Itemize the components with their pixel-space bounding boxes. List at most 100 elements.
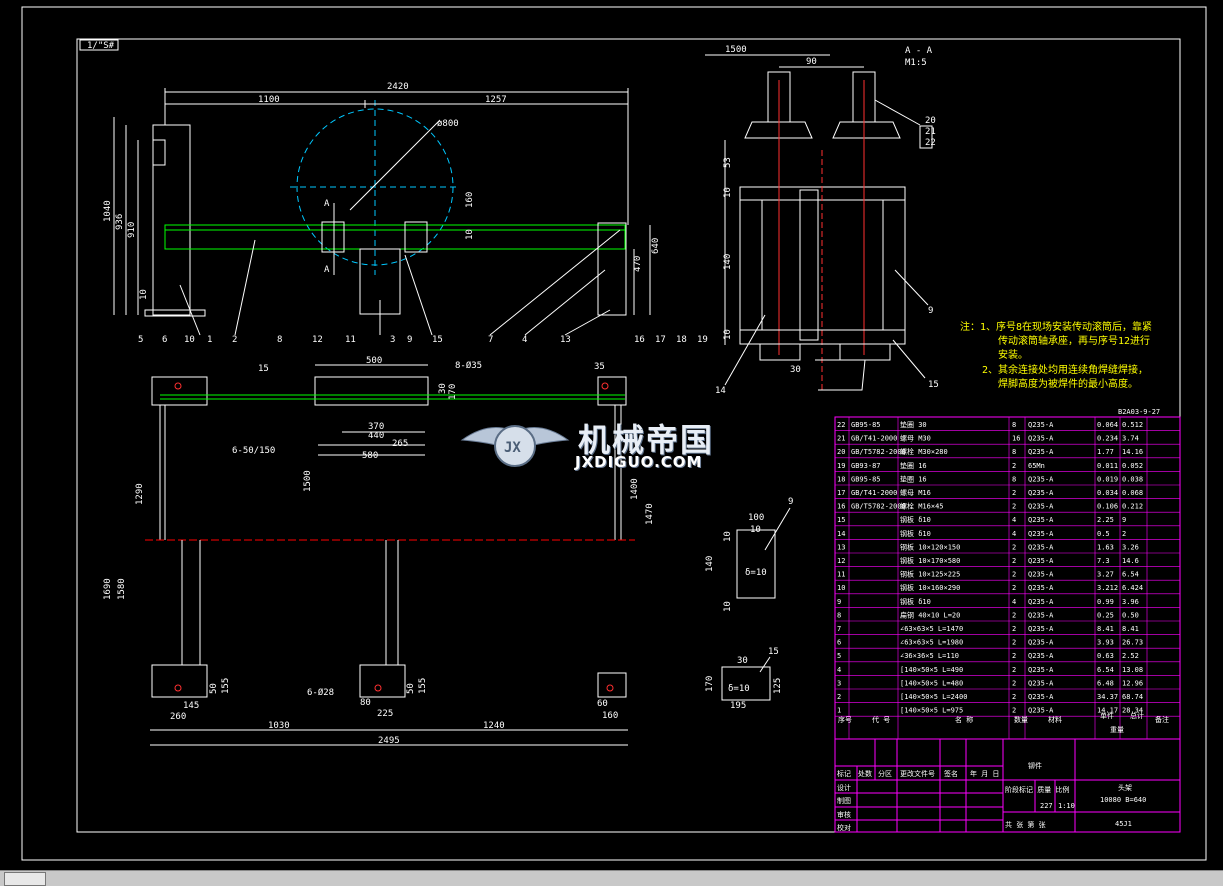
bom-cell: 3.74 <box>1122 435 1139 443</box>
svg-text:140: 140 <box>723 254 733 270</box>
bom-cell: 螺栓 M30×280 <box>900 447 948 456</box>
svg-text:1257: 1257 <box>485 95 507 105</box>
bom-cell: 26.73 <box>1122 639 1143 647</box>
svg-text:1690: 1690 <box>103 578 113 600</box>
svg-text:M1:5: M1:5 <box>905 58 927 68</box>
bom-cell: 20 <box>837 448 845 456</box>
svg-text:155: 155 <box>418 678 428 694</box>
bom-cell: 0.052 <box>1122 462 1143 470</box>
svg-text:B2A03-9-27: B2A03-9-27 <box>1118 408 1160 416</box>
bom-cell: 8 <box>837 611 841 619</box>
bom-cell: 65Mn <box>1028 462 1045 470</box>
bom-cell: GB95-85 <box>851 421 881 429</box>
bom-cell: 2 <box>1012 503 1016 511</box>
svg-text:δ=10: δ=10 <box>745 568 767 578</box>
bom-cell: 2 <box>1012 652 1016 660</box>
svg-text:6-50/150: 6-50/150 <box>232 446 275 456</box>
svg-text:代 号: 代 号 <box>872 715 890 724</box>
svg-text:2: 2 <box>232 335 237 345</box>
bom-cell: 68.74 <box>1122 693 1143 701</box>
svg-text:7: 7 <box>488 335 493 345</box>
bom-cell: 3.212 <box>1097 584 1118 592</box>
watermark-text-en: JXDIGUO.COM <box>575 453 703 471</box>
bom-cell: GB/T41-2000 <box>851 435 897 443</box>
bom-cell: 3.27 <box>1097 571 1114 579</box>
svg-text:4: 4 <box>522 335 527 345</box>
layout-tab[interactable] <box>4 872 46 886</box>
svg-text:140: 140 <box>705 556 715 572</box>
svg-text:单件: 单件 <box>1100 711 1114 720</box>
bom-cell: 14.17 <box>1097 707 1118 715</box>
bom-cell: 6.48 <box>1097 679 1114 687</box>
bom-cell: Q235-A <box>1028 448 1054 456</box>
svg-text:50: 50 <box>209 683 219 694</box>
bom-cell: 12 <box>837 557 845 565</box>
svg-text:校对: 校对 <box>837 823 851 832</box>
svg-text:头架: 头架 <box>1118 783 1132 792</box>
bom-cell: [140×50×5 L=480 <box>900 679 963 687</box>
svg-text:1: 1 <box>207 335 212 345</box>
bom-cell: Q235-A <box>1028 639 1054 647</box>
svg-text:JX: JX <box>504 440 521 456</box>
svg-text:6: 6 <box>162 335 167 345</box>
bom-cell: 垫圈 16 <box>900 461 927 470</box>
svg-text:440: 440 <box>368 431 384 441</box>
svg-text:数量: 数量 <box>1014 715 1028 724</box>
svg-text:155: 155 <box>221 678 231 694</box>
front-view: 2420 1100 1257 ø800 160 10 640 470 1040 … <box>103 82 708 345</box>
svg-text:20: 20 <box>925 116 936 126</box>
bom-cell: GB93-87 <box>851 462 881 470</box>
svg-text:30: 30 <box>737 656 748 666</box>
svg-text:14: 14 <box>715 386 726 396</box>
svg-text:12: 12 <box>312 335 323 345</box>
bom-cell: 2 <box>1122 530 1126 538</box>
svg-text:265: 265 <box>392 439 408 449</box>
bom-cell: GB/T5782-2000 <box>851 503 906 511</box>
svg-text:10: 10 <box>139 289 149 300</box>
bom-cell: 0.212 <box>1122 503 1143 511</box>
bom-cell: 0.512 <box>1122 421 1143 429</box>
bom-cell: 6 <box>837 639 841 647</box>
svg-text:936: 936 <box>115 214 125 230</box>
svg-text:设计: 设计 <box>837 783 851 792</box>
svg-text:6-Ø28: 6-Ø28 <box>307 687 334 698</box>
bom-cell: Q235-A <box>1028 652 1054 660</box>
sheet-tag: 1/"S# <box>87 41 115 51</box>
bom-cell: 16 <box>837 503 845 511</box>
bom-cell: Q235-A <box>1028 516 1054 524</box>
bom-cell: Q235-A <box>1028 571 1054 579</box>
svg-text:53: 53 <box>723 157 733 168</box>
bom-cell: Q235-A <box>1028 666 1054 674</box>
svg-text:1500: 1500 <box>725 45 747 55</box>
bom-cell: 3 <box>837 679 841 687</box>
bom-cell: [140×50×5 L=975 <box>900 707 963 715</box>
svg-text:9: 9 <box>788 497 793 507</box>
bom-cell: 0.99 <box>1097 598 1114 606</box>
bom-cell: Q235-A <box>1028 543 1054 551</box>
bom-cell: 34.37 <box>1097 693 1118 701</box>
svg-text:170: 170 <box>448 384 458 400</box>
bom-cell: 2 <box>1012 584 1016 592</box>
svg-text:640: 640 <box>651 238 661 254</box>
svg-text:更改文件号: 更改文件号 <box>900 769 935 778</box>
svg-text:1400: 1400 <box>630 478 640 500</box>
svg-text:1:10: 1:10 <box>1058 802 1075 810</box>
title-block: 标记 处数 分区 更改文件号 签名 年 月 日 设计 制图 审核 校对 铆件 阶… <box>834 738 1181 833</box>
bom-cell: Q235-A <box>1028 707 1054 715</box>
bom-cell: 6.54 <box>1097 666 1114 674</box>
svg-text:10: 10 <box>723 329 733 340</box>
bom-cell: 2 <box>1012 625 1016 633</box>
bom-cell: Q235-A <box>1028 489 1054 497</box>
bom-cell: 11 <box>837 571 845 579</box>
svg-text:15: 15 <box>768 647 779 657</box>
svg-text:195: 195 <box>730 701 746 711</box>
svg-text:19: 19 <box>697 335 708 345</box>
bom-cell: 0.5 <box>1097 530 1110 538</box>
svg-text:δ=10: δ=10 <box>728 684 750 694</box>
bom-cell: 0.068 <box>1122 489 1143 497</box>
svg-text:8: 8 <box>277 335 282 345</box>
bom-cell: Q235-A <box>1028 693 1054 701</box>
bom-cell: 12.96 <box>1122 679 1143 687</box>
